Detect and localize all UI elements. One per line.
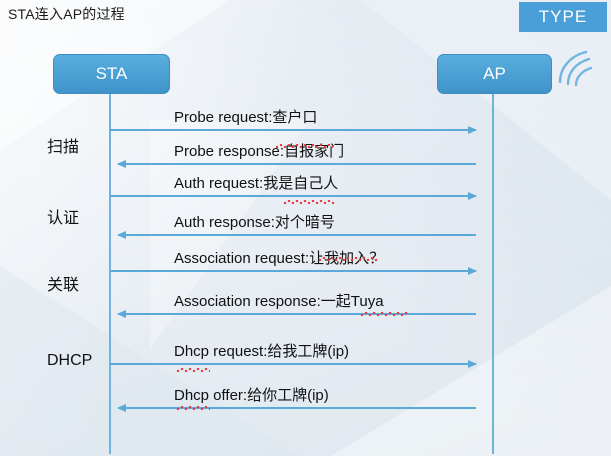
arrow-head-left-icon <box>117 404 126 412</box>
arrow-head-right-icon <box>468 267 477 275</box>
phase-label-scan: 扫描 <box>47 139 80 156</box>
phase-label-dhcp: DHCP <box>47 352 93 369</box>
arrow-head-left-icon <box>117 160 126 168</box>
message-arrow-association-response[interactable]: Association response:一起Tuya <box>117 284 476 318</box>
arrow-line <box>118 234 476 236</box>
node-sta-label: STA <box>95 64 128 83</box>
arrow-line <box>110 363 476 365</box>
arrow-head-right-icon <box>468 360 477 368</box>
arrow-line <box>118 407 476 409</box>
message-label: Auth response:对个暗号 <box>174 214 335 231</box>
message-arrow-dhcp-request[interactable]: Dhcp request:给我工牌(ip) <box>110 334 477 368</box>
message-label: Auth request:我是自己人 <box>174 175 339 192</box>
wifi-signal-icon <box>558 50 593 86</box>
phase-label-association: 关联 <box>47 277 80 294</box>
message-arrow-auth-request[interactable]: Auth request:我是自己人 <box>110 166 477 200</box>
message-arrow-probe-response[interactable]: Probe response:自报家门 <box>117 134 476 168</box>
page-title: STA连入AP的过程 <box>8 6 125 22</box>
spellcheck-underline <box>275 144 333 148</box>
spellcheck-underline <box>176 406 210 410</box>
message-label: Probe request:查户口 <box>174 109 318 126</box>
arrow-head-left-icon <box>117 310 126 318</box>
type-badge[interactable]: TYPE <box>519 2 607 32</box>
lifeline-sta <box>109 92 111 454</box>
arrow-line <box>110 270 476 272</box>
arrow-line <box>110 195 476 197</box>
node-ap-label: AP <box>483 64 506 83</box>
arrow-head-right-icon <box>468 126 477 134</box>
message-arrow-probe-request[interactable]: Probe request:查户口 <box>110 100 477 134</box>
message-arrow-auth-response[interactable]: Auth response:对个暗号 <box>117 205 476 239</box>
message-arrow-dhcp-offer[interactable]: Dhcp offer:给你工牌(ip) <box>117 378 476 412</box>
message-label: Association request:让我加入？ <box>174 250 385 267</box>
type-badge-label: TYPE <box>538 7 588 26</box>
arrow-line <box>118 163 476 165</box>
arrow-head-left-icon <box>117 231 126 239</box>
phase-label-auth: 认证 <box>47 210 80 227</box>
arrow-head-right-icon <box>468 192 477 200</box>
arrow-line <box>110 129 476 131</box>
node-ap[interactable]: AP <box>437 54 552 94</box>
arrow-line <box>118 313 476 315</box>
message-label: Dhcp offer:给你工牌(ip) <box>174 387 329 404</box>
lifeline-ap <box>492 92 494 454</box>
message-label: Dhcp request:给我工牌(ip) <box>174 343 350 360</box>
message-arrow-association-request[interactable]: Association request:让我加入？ <box>110 241 477 275</box>
message-label: Association response:一起Tuya <box>174 293 384 310</box>
spellcheck-underline <box>318 257 378 261</box>
spellcheck-underline <box>176 368 210 372</box>
spellcheck-underline <box>283 200 335 204</box>
spellcheck-underline <box>360 312 408 316</box>
node-sta[interactable]: STA <box>53 54 170 94</box>
